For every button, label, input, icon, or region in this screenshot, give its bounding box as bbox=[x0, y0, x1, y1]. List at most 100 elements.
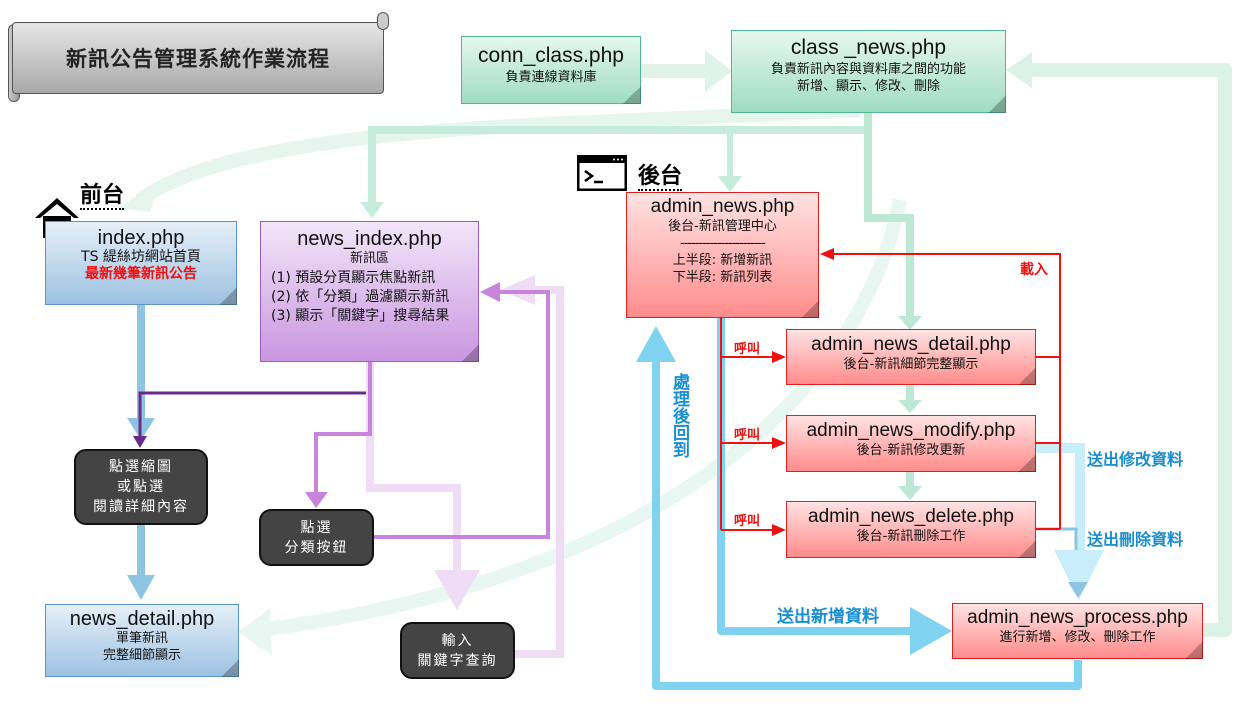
arrow-click-to-news-detail bbox=[137, 525, 145, 577]
arrowhead bbox=[705, 50, 732, 92]
arrowhead bbox=[910, 607, 952, 655]
backend-label: 後台 bbox=[638, 164, 683, 191]
arrowhead bbox=[898, 486, 922, 500]
node-title: index.php bbox=[97, 227, 185, 249]
node-line: 上半段: 新增新訊 bbox=[672, 253, 773, 268]
node-subtitle: 後台-新訊管理中心 bbox=[668, 219, 777, 234]
send-delete-label: 送出刪除資料 bbox=[1087, 530, 1184, 549]
arrowhead bbox=[133, 436, 147, 448]
return-label: 處理後回到 bbox=[669, 373, 689, 458]
node-admin-news-modify[interactable]: admin_news_modify.php 後台-新訊修改更新 bbox=[786, 415, 1036, 472]
frontend-label: 前台 bbox=[80, 183, 125, 210]
arrow-load-admin bbox=[830, 253, 1061, 530]
arrow-conn-to-class bbox=[640, 64, 710, 78]
arrow-category-to-news-index bbox=[373, 290, 550, 539]
send-modify-label: 送出修改資料 bbox=[1087, 450, 1184, 469]
arrowhead bbox=[1054, 550, 1104, 600]
arrowhead bbox=[772, 351, 786, 363]
page-title: 新訊公告管理系統作業流程 bbox=[12, 22, 384, 94]
node-admin-news-detail[interactable]: admin_news_detail.php 後台-新訊細節完整顯示 bbox=[786, 329, 1036, 385]
node-line: 後台-新訊細節完整顯示 bbox=[843, 357, 979, 372]
arrow-news-index-to-category bbox=[314, 362, 372, 495]
arrowhead bbox=[636, 326, 676, 362]
send-add-label: 送出新增資料 bbox=[777, 607, 879, 627]
arrowhead bbox=[718, 176, 742, 192]
arrowhead bbox=[898, 400, 922, 413]
node-title: admin_news.php bbox=[650, 196, 795, 217]
arrow-process-to-class bbox=[1030, 63, 1232, 637]
node-index[interactable]: index.php TS 緹絲坊網站首頁 最新幾筆新訊公告 bbox=[45, 221, 237, 305]
node-title: news_index.php bbox=[297, 228, 442, 250]
arrowhead bbox=[480, 282, 500, 302]
node-line: 負責連線資料庫 bbox=[505, 70, 597, 85]
node-line: (2) 依「分類」過濾顯示新訊 bbox=[271, 289, 450, 305]
node-line: 新增、顯示、修改、刪除 bbox=[796, 79, 940, 94]
node-news-index[interactable]: news_index.php 新訊區 (1) 預設分頁顯示焦點新訊 (2) 依「… bbox=[260, 221, 479, 362]
node-title: admin_news_detail.php bbox=[811, 334, 1011, 355]
page-title-text: 新訊公告管理系統作業流程 bbox=[66, 47, 330, 71]
action-click-thumb[interactable]: 點選縮圖或點選閱讀詳細內容 bbox=[74, 449, 208, 525]
arrow-news-index-to-click bbox=[138, 362, 372, 438]
node-class-news[interactable]: class _news.php 負責新訊內容與資料庫之間的功能 新增、顯示、修改… bbox=[731, 30, 1006, 113]
arrowhead bbox=[772, 437, 786, 449]
action-line: 關鍵字查詢 bbox=[417, 652, 498, 669]
arrow-keyword-to-news-index bbox=[515, 286, 564, 658]
arrow-index-to-click bbox=[137, 304, 145, 420]
node-line: 後台-新訊刪除工作 bbox=[856, 529, 966, 544]
node-title: news_detail.php bbox=[69, 608, 215, 630]
node-line: 下半段: 新訊列表 bbox=[672, 270, 773, 285]
arrowhead bbox=[434, 570, 480, 610]
call-label-modify: 呼叫 bbox=[734, 428, 761, 443]
arrowhead bbox=[820, 248, 834, 260]
node-line: 完整細節顯示 bbox=[102, 648, 181, 663]
action-line: 分類按鈕 bbox=[284, 539, 349, 556]
arrow-modify-to-process bbox=[1036, 443, 1085, 552]
node-line: 進行新增、修改、刪除工作 bbox=[999, 630, 1156, 645]
node-subtitle: 新訊區 bbox=[349, 251, 389, 266]
curve-arrow-class-to-index bbox=[135, 103, 861, 206]
node-title: admin_news_delete.php bbox=[808, 506, 1014, 527]
call-label-detail: 呼叫 bbox=[734, 342, 761, 357]
node-line: 負責新訊內容與資料庫之間的功能 bbox=[770, 62, 966, 77]
action-line: 輸入 bbox=[441, 632, 474, 649]
node-line: 後台-新訊修改更新 bbox=[856, 443, 966, 458]
arrow-class-to-admin-detail bbox=[864, 112, 914, 318]
arrowhead bbox=[305, 492, 328, 508]
action-input-keyword[interactable]: 輸入關鍵字查詢 bbox=[400, 622, 515, 679]
node-divider: ----------------------- bbox=[680, 236, 766, 251]
action-line: 點選縮圖 bbox=[109, 459, 173, 475]
node-admin-news-delete[interactable]: admin_news_delete.php 後台-新訊刪除工作 bbox=[786, 501, 1036, 558]
action-line: 或點選 bbox=[117, 479, 165, 495]
action-click-category[interactable]: 點選分類按鈕 bbox=[259, 509, 374, 566]
node-highlight: 最新幾筆新訊公告 bbox=[85, 266, 197, 282]
node-line: (1) 預設分頁顯示焦點新訊 bbox=[271, 270, 436, 286]
load-label: 載入 bbox=[1020, 262, 1048, 278]
arrowhead bbox=[127, 575, 155, 600]
scroll-curl-right bbox=[377, 12, 389, 30]
node-title: admin_news_modify.php bbox=[806, 420, 1016, 441]
node-line: 單筆新訊 bbox=[115, 631, 168, 646]
action-line: 閱讀詳細內容 bbox=[93, 499, 189, 515]
action-line: 點選 bbox=[300, 519, 333, 536]
arrowhead bbox=[118, 180, 160, 212]
node-line: (3) 顯示「關鍵字」搜尋結果 bbox=[271, 308, 450, 324]
arrowhead bbox=[238, 608, 272, 656]
call-label-delete: 呼叫 bbox=[734, 514, 761, 529]
node-line: TS 緹絲坊網站首頁 bbox=[81, 249, 201, 265]
node-admin-news-process[interactable]: admin_news_process.php 進行新增、修改、刪除工作 bbox=[952, 603, 1203, 659]
node-title: admin_news_process.php bbox=[967, 607, 1188, 628]
node-news-detail[interactable]: news_detail.php 單筆新訊 完整細節顯示 bbox=[45, 604, 239, 677]
node-conn-class[interactable]: conn_class.php 負責連線資料庫 bbox=[461, 36, 641, 104]
arrow-news-index-to-keyword bbox=[366, 362, 461, 582]
arrowhead bbox=[360, 202, 384, 218]
node-admin-news[interactable]: admin_news.php 後台-新訊管理中心 ---------------… bbox=[626, 192, 819, 318]
node-title: class _news.php bbox=[790, 36, 947, 59]
arrowhead bbox=[898, 316, 922, 330]
arrowhead bbox=[1068, 582, 1088, 598]
arrowhead bbox=[772, 524, 786, 536]
arrowhead bbox=[1006, 52, 1032, 88]
curve-arrow-to-news-detail bbox=[259, 198, 907, 637]
arrow-process-return bbox=[652, 360, 1082, 690]
node-title: conn_class.php bbox=[478, 44, 624, 67]
